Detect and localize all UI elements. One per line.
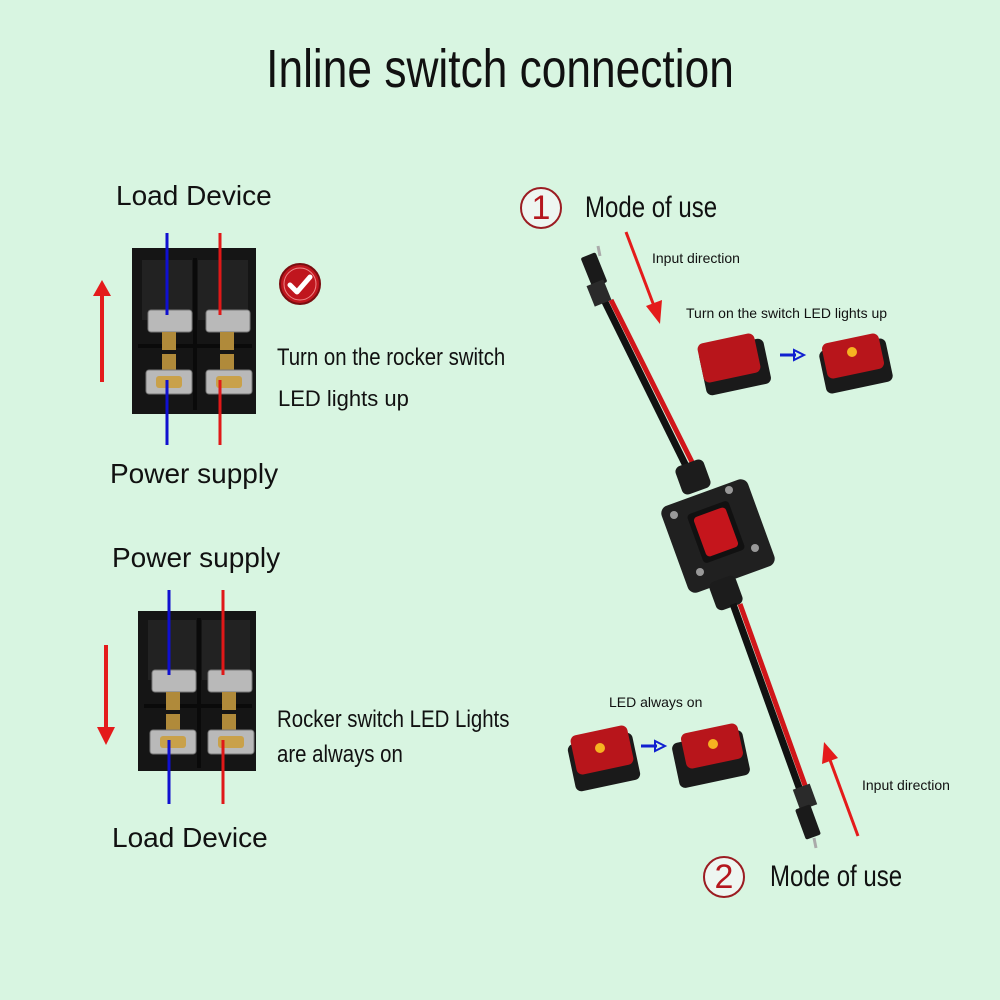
arrow-down-icon: [97, 645, 115, 745]
load-device-label-bottom: Load Device: [112, 822, 268, 853]
input-arrow-up-icon: [822, 742, 860, 837]
terminal-screws: [149, 669, 255, 755]
rocker-switch-lit-icon: [672, 723, 750, 788]
mode2-number-badge: 2: [703, 856, 745, 898]
rocker-switch-lit-icon: [819, 333, 893, 394]
mode2-label: Mode of use: [770, 860, 903, 893]
arrow-up-icon: [93, 280, 111, 382]
input-arrow-down-icon: [624, 231, 662, 324]
black-wire-top: [600, 298, 692, 472]
description-always-on-line1: Rocker switch LED Lights: [277, 706, 510, 733]
rocker-switch-lit-icon: [567, 725, 641, 792]
mode2-caption: LED always on: [609, 694, 703, 710]
red-wire-bottom: [737, 603, 809, 789]
red-wire-top: [608, 298, 698, 470]
description-always-on-line2: are always on: [277, 741, 403, 768]
sae-connector-bottom: [792, 783, 821, 849]
mode1-number-badge: 1: [520, 187, 562, 229]
rocker-switch-diagram-on: [132, 233, 256, 445]
mode1-caption: Turn on the switch LED lights up: [686, 305, 888, 321]
blue-arrow-icon: [780, 348, 807, 362]
blue-arrow-icon: [641, 739, 668, 753]
inline-switch-box: [661, 459, 775, 611]
power-supply-label-bottom: Power supply: [110, 458, 279, 489]
page-title: Inline switch connection: [266, 39, 734, 99]
mode1-input-direction: Input direction: [652, 250, 740, 266]
check-badge-icon: [279, 263, 321, 305]
description-on-line2: LED lights up: [278, 386, 409, 411]
rocker-switch-off-icon: [697, 333, 771, 396]
load-device-label-top: Load Device: [116, 180, 272, 211]
power-supply-label-top: Power supply: [112, 542, 281, 573]
mode1-label: Mode of use: [585, 191, 718, 224]
sae-connector-top: [581, 245, 612, 307]
mode2-switch-states: [567, 723, 750, 792]
description-on-line1: Turn on the rocker switch: [277, 344, 506, 371]
terminal-screws: [145, 309, 253, 395]
black-wire-bottom: [729, 602, 804, 792]
mode1-switch-states: [697, 333, 893, 396]
mode2-input-direction: Input direction: [862, 777, 950, 793]
rocker-switch-diagram-always-on: [138, 590, 256, 804]
